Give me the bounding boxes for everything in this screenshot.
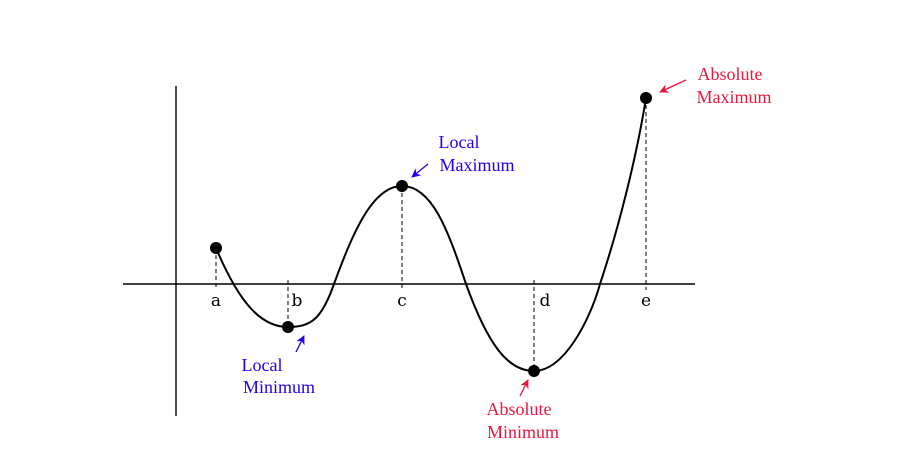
tick-label-b: b (292, 291, 303, 311)
abs-min-label-line2: Minimum (487, 422, 559, 442)
abs-max-arrow (659, 79, 687, 93)
endpoint-dot-a (210, 242, 222, 254)
abs-max-label-line2: Maximum (697, 87, 772, 107)
abs-max-dot (640, 92, 652, 104)
local-min-arrow (295, 335, 305, 353)
local-min-label-line2: Minimum (243, 377, 315, 397)
tick-label-a: a (211, 291, 221, 311)
local-max-label-line2: Maximum (440, 155, 515, 175)
abs-min-label-line1: Absolute (487, 399, 552, 419)
tick-label-c: c (397, 291, 407, 311)
abs-min-dot (528, 365, 540, 377)
abs-min-arrow (519, 379, 529, 397)
abs-max-label-line1: Absolute (698, 64, 763, 84)
tick-label-e: e (641, 291, 651, 311)
local-min-label-line1: Local (242, 355, 283, 375)
local-max-dot (396, 180, 408, 192)
function-curve (215, 97, 647, 373)
tick-label-d: d (540, 291, 551, 311)
local-max-label-line1: Local (439, 132, 480, 152)
local-min-dot (282, 321, 294, 333)
local-max-arrow (411, 163, 429, 178)
